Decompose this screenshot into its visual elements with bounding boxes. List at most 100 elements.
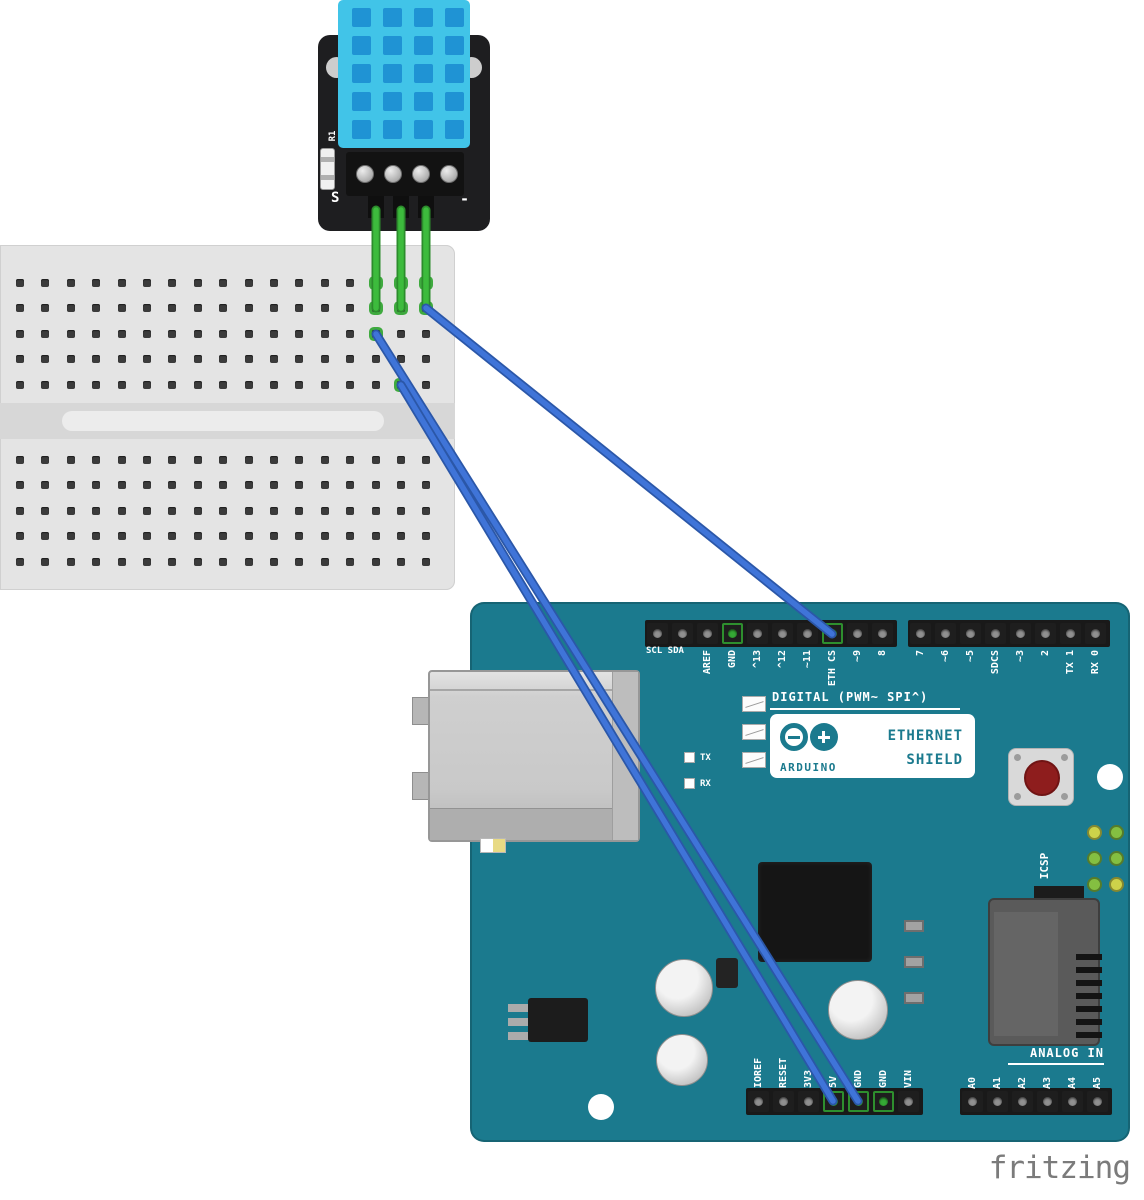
- jumper-wire-blue[interactable]: [396, 380, 838, 1106]
- breadboard-hole[interactable]: [16, 456, 24, 464]
- breadboard-hole[interactable]: [270, 304, 278, 313]
- breadboard-hole[interactable]: [66, 329, 75, 338]
- breadboard-hole[interactable]: [193, 456, 202, 464]
- breadboard-hole[interactable]: [168, 481, 177, 490]
- breadboard-hole[interactable]: [371, 481, 380, 490]
- breadboard-hole[interactable]: [16, 532, 24, 541]
- breadboard-hole[interactable]: [346, 279, 355, 287]
- breadboard-hole[interactable]: [422, 506, 431, 515]
- breadboard-hole[interactable]: [295, 532, 304, 541]
- header-pin[interactable]: [935, 623, 956, 644]
- breadboard-hole[interactable]: [219, 481, 228, 490]
- breadboard-hole[interactable]: [92, 481, 101, 490]
- header-pin[interactable]: [987, 1091, 1008, 1112]
- header-pin[interactable]: [722, 623, 743, 644]
- breadboard-hole[interactable]: [320, 456, 329, 464]
- breadboard-hole[interactable]: [92, 329, 101, 338]
- breadboard-hole[interactable]: [270, 557, 278, 566]
- breadboard-hole[interactable]: [92, 355, 101, 364]
- breadboard-hole[interactable]: [397, 355, 405, 364]
- breadboard-hole[interactable]: [219, 329, 228, 338]
- breadboard-hole[interactable]: [41, 355, 50, 364]
- breadboard-hole[interactable]: [66, 557, 75, 566]
- jumper-wire-blue[interactable]: [371, 329, 863, 1106]
- breadboard-hole[interactable]: [320, 355, 329, 364]
- breadboard-hole[interactable]: [143, 481, 151, 490]
- breadboard-hole[interactable]: [346, 532, 355, 541]
- breadboard-hole[interactable]: [66, 506, 75, 515]
- breadboard-hole[interactable]: [320, 380, 329, 389]
- breadboard-hole[interactable]: [422, 557, 431, 566]
- header-pin[interactable]: [697, 623, 718, 644]
- reset-button-cap[interactable]: [1024, 760, 1060, 796]
- breadboard-hole[interactable]: [320, 532, 329, 541]
- breadboard-hole[interactable]: [422, 481, 431, 490]
- breadboard-hole[interactable]: [346, 380, 355, 389]
- breadboard-hole[interactable]: [346, 304, 355, 313]
- breadboard-hole[interactable]: [244, 456, 253, 464]
- breadboard-hole[interactable]: [244, 304, 253, 313]
- breadboard-hole[interactable]: [117, 557, 126, 566]
- header-pin[interactable]: [985, 623, 1006, 644]
- header-pin[interactable]: [898, 1091, 919, 1112]
- sensor-pin[interactable]: [412, 165, 430, 183]
- breadboard-hole[interactable]: [16, 481, 24, 490]
- breadboard-hole[interactable]: [168, 329, 177, 338]
- header-pin[interactable]: [962, 1091, 983, 1112]
- breadboard-hole[interactable]: [320, 279, 329, 287]
- breadboard-hole[interactable]: [168, 279, 177, 287]
- breadboard-hole[interactable]: [346, 481, 355, 490]
- breadboard-hole[interactable]: [219, 532, 228, 541]
- breadboard-hole[interactable]: [193, 380, 202, 389]
- breadboard-hole[interactable]: [66, 279, 75, 287]
- breadboard-hole[interactable]: [41, 481, 50, 490]
- sensor-pin[interactable]: [356, 165, 374, 183]
- header-pin[interactable]: [1010, 623, 1031, 644]
- breadboard-hole[interactable]: [92, 506, 101, 515]
- icsp-pin[interactable]: [1108, 850, 1124, 866]
- header-pin[interactable]: [1060, 623, 1081, 644]
- icsp-pin[interactable]: [1108, 824, 1124, 840]
- breadboard-hole[interactable]: [371, 380, 380, 389]
- breadboard-hole[interactable]: [92, 456, 101, 464]
- breadboard-hole[interactable]: [41, 279, 50, 287]
- breadboard-hole[interactable]: [219, 279, 228, 287]
- breadboard-hole[interactable]: [346, 506, 355, 515]
- breadboard-hole[interactable]: [41, 329, 50, 338]
- breadboard-hole[interactable]: [295, 329, 304, 338]
- breadboard-hole[interactable]: [346, 557, 355, 566]
- breadboard-hole[interactable]: [295, 304, 304, 313]
- breadboard-hole[interactable]: [92, 557, 101, 566]
- breadboard-hole[interactable]: [320, 481, 329, 490]
- breadboard-hole[interactable]: [143, 304, 151, 313]
- breadboard-hole[interactable]: [92, 279, 101, 287]
- breadboard-hole[interactable]: [193, 532, 202, 541]
- sensor-pin[interactable]: [440, 165, 458, 183]
- header-pin[interactable]: [873, 1091, 894, 1112]
- breadboard-hole[interactable]: [320, 506, 329, 515]
- breadboard-hole[interactable]: [371, 532, 380, 541]
- breadboard-hole[interactable]: [143, 557, 151, 566]
- breadboard-hole[interactable]: [168, 355, 177, 364]
- breadboard-hole[interactable]: [219, 380, 228, 389]
- breadboard-hole[interactable]: [66, 380, 75, 389]
- breadboard-hole[interactable]: [143, 329, 151, 338]
- breadboard-hole[interactable]: [219, 355, 228, 364]
- breadboard-hole[interactable]: [92, 304, 101, 313]
- breadboard-hole[interactable]: [143, 506, 151, 515]
- breadboard-hole[interactable]: [168, 532, 177, 541]
- breadboard-hole[interactable]: [219, 456, 228, 464]
- breadboard-hole[interactable]: [168, 380, 177, 389]
- breadboard-hole[interactable]: [270, 279, 278, 287]
- header-pin[interactable]: [1012, 1091, 1033, 1112]
- breadboard-hole[interactable]: [117, 456, 126, 464]
- breadboard-hole[interactable]: [371, 557, 380, 566]
- breadboard-hole[interactable]: [193, 506, 202, 515]
- breadboard-hole[interactable]: [92, 532, 101, 541]
- breadboard-hole[interactable]: [117, 329, 126, 338]
- breadboard-hole[interactable]: [117, 532, 126, 541]
- breadboard-hole[interactable]: [371, 355, 380, 364]
- breadboard-hole[interactable]: [346, 456, 355, 464]
- breadboard-hole[interactable]: [371, 506, 380, 515]
- breadboard-hole[interactable]: [168, 506, 177, 515]
